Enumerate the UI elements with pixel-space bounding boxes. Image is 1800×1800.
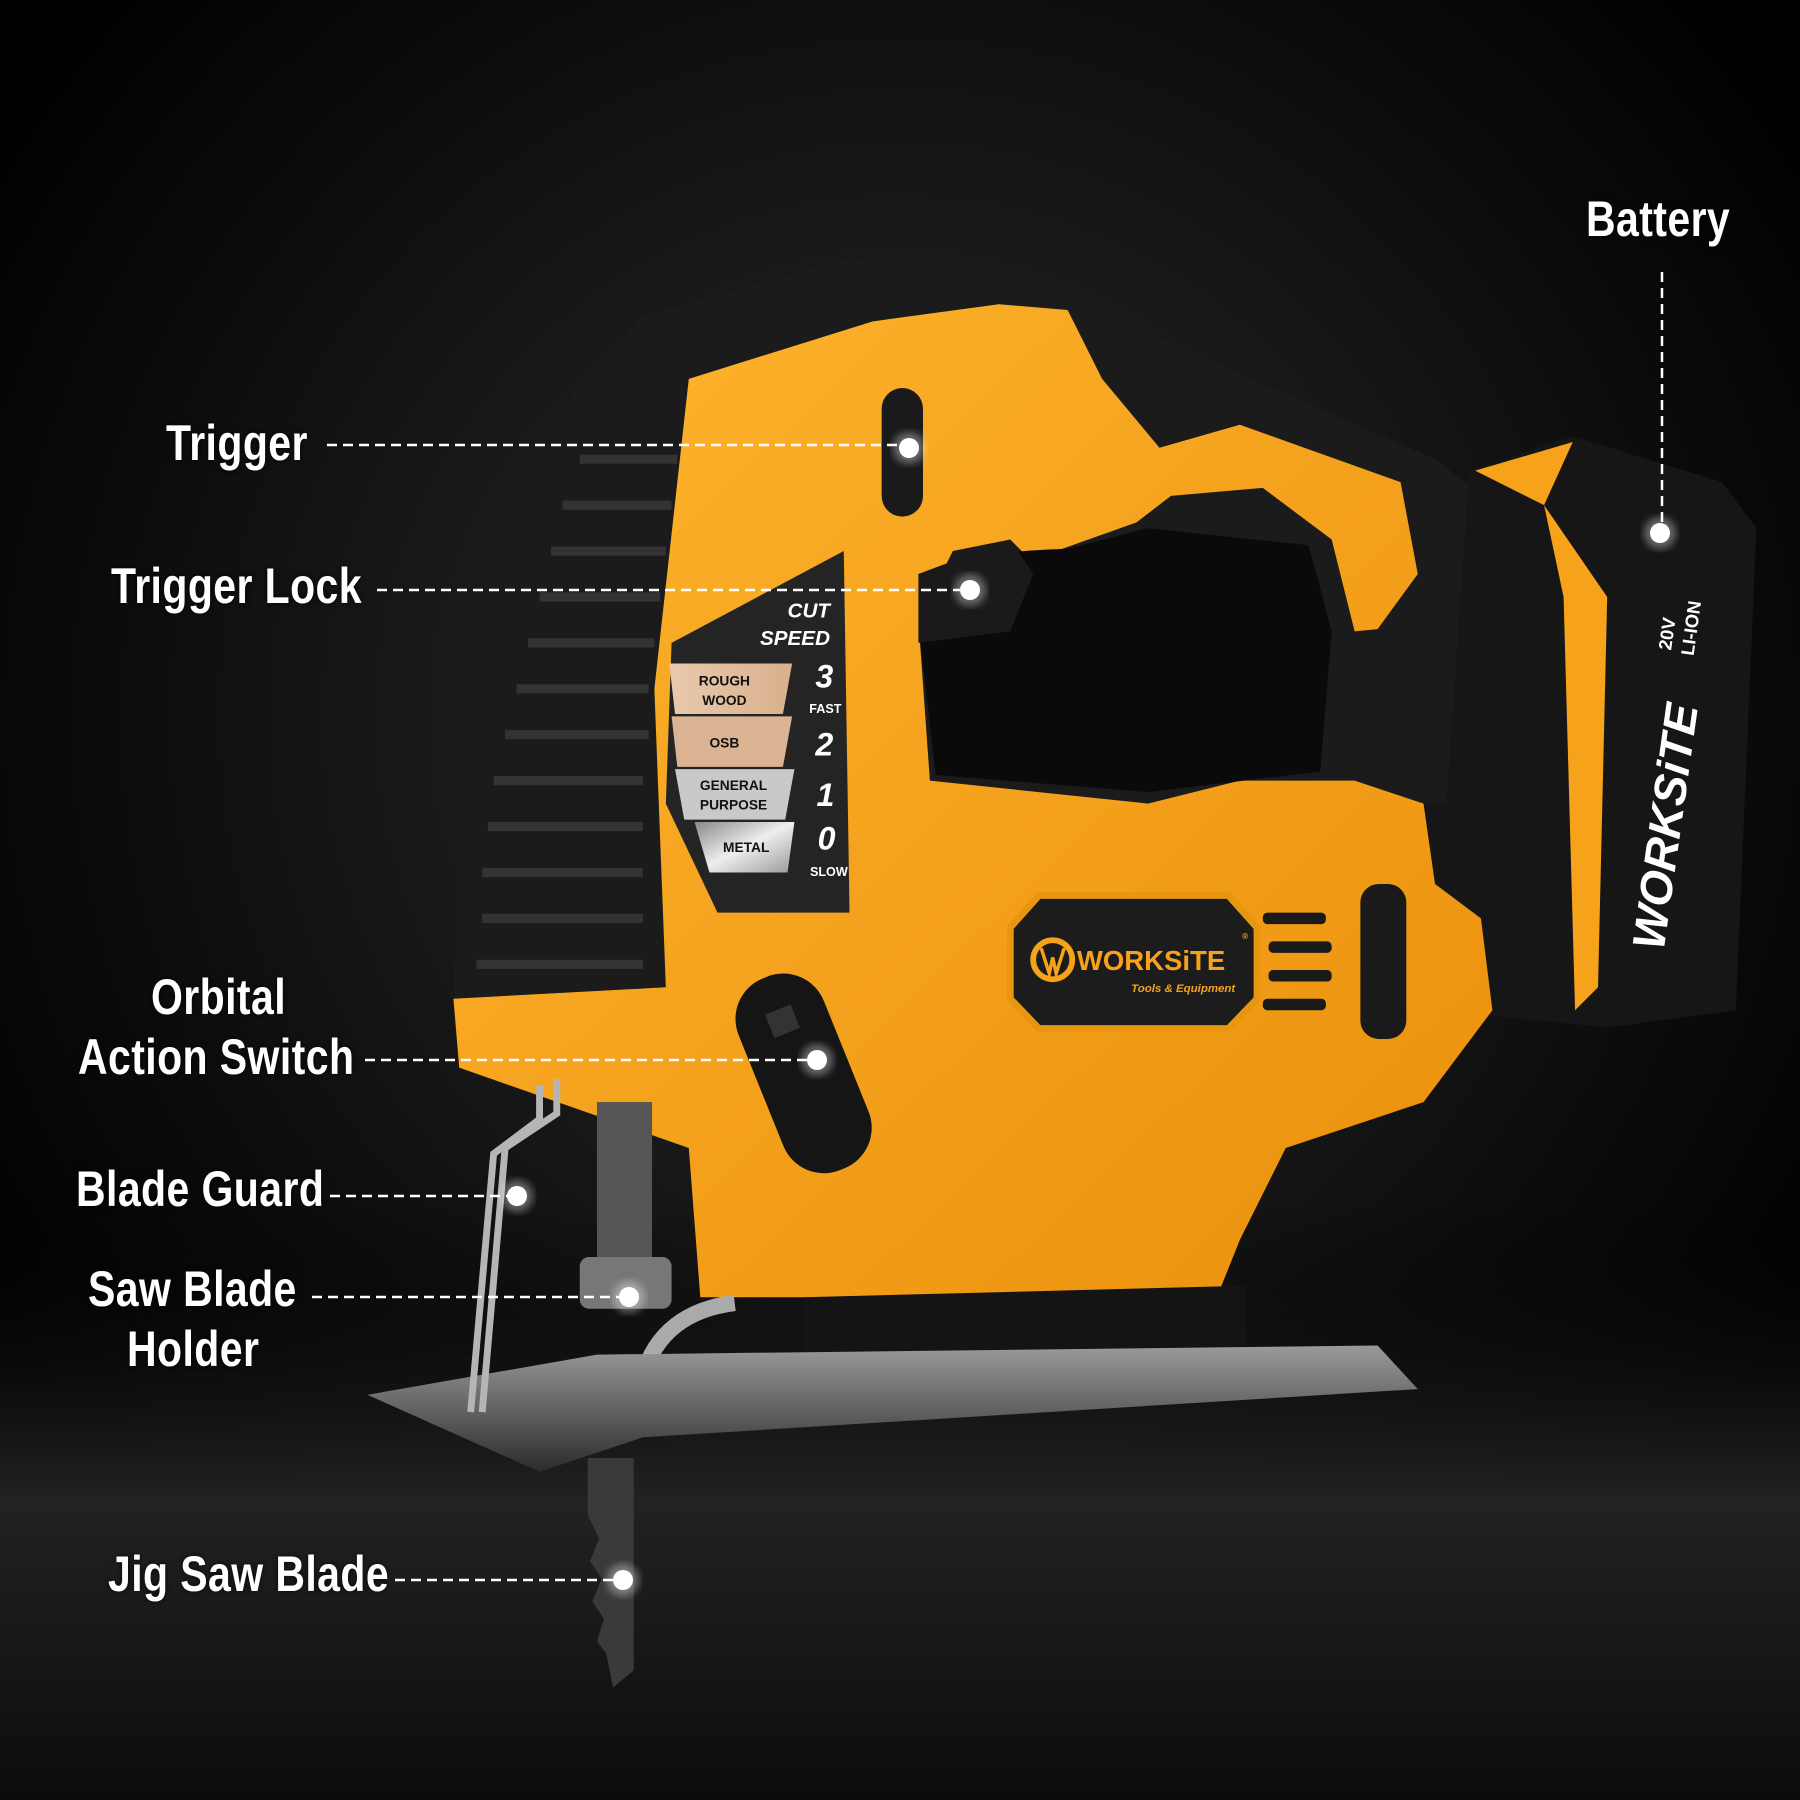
material-osb xyxy=(671,716,793,767)
material-rough-wood xyxy=(669,663,793,715)
callout-battery: Battery xyxy=(1586,191,1731,247)
callout-dot-blade xyxy=(607,1564,639,1596)
callout-dot-orbital xyxy=(801,1044,833,1076)
callout-blade-guard: Blade Guard xyxy=(76,1161,325,1217)
callout-jig-saw-blade: Jig Saw Blade xyxy=(108,1546,390,1602)
speed-value: 3 xyxy=(815,659,833,695)
base-plate xyxy=(367,1345,1418,1472)
material-metal xyxy=(694,821,795,873)
orange-housing xyxy=(453,304,1493,1298)
material-label: OSB xyxy=(709,735,739,750)
callout-trigger-lock: Trigger Lock xyxy=(111,558,362,614)
battery-orange-cap xyxy=(1475,441,1573,506)
material-general-purpose xyxy=(675,769,795,820)
callout-dots xyxy=(501,432,1676,1596)
logo-brand: WORKSiTE xyxy=(1077,945,1225,976)
callout-dot-blade-guard xyxy=(501,1180,533,1212)
logo-panel xyxy=(1006,891,1261,1033)
material-label: GENERAL xyxy=(700,778,767,793)
callout-dot-trigger xyxy=(893,432,925,464)
cut-speed-title-1: CUT xyxy=(788,600,833,623)
worksite-w-logo-icon xyxy=(1030,937,1076,983)
speed-value: 2 xyxy=(814,726,833,762)
callout-trigger: Trigger xyxy=(166,415,308,471)
callout-orbital-line1: Orbital xyxy=(151,969,287,1025)
battery-voltage: 20V xyxy=(1654,615,1679,651)
speed-note: FAST xyxy=(809,702,842,716)
material-label: ROUGH xyxy=(699,673,750,688)
logo-tagline: Tools & Equipment xyxy=(1131,983,1236,995)
cut-speed-title-2: SPEED xyxy=(760,627,830,650)
speed-value: 0 xyxy=(818,821,836,857)
callout-holder-line1: Saw Blade xyxy=(88,1261,297,1317)
callout-dot-battery xyxy=(1644,517,1676,549)
callout-holder-line2: Holder xyxy=(127,1321,260,1377)
logo-registered: ® xyxy=(1242,932,1248,941)
material-label: PURPOSE xyxy=(700,797,767,812)
material-label: METAL xyxy=(723,840,769,855)
blade-plunger xyxy=(596,1102,653,1263)
callout-dot-trigger-lock xyxy=(954,574,986,606)
material-label: WOOD xyxy=(702,693,746,708)
callout-orbital-line2: Action Switch xyxy=(78,1029,355,1085)
callout-lines xyxy=(312,272,1664,1582)
grip-ribs xyxy=(476,454,678,969)
speed-note: SLOW xyxy=(810,865,848,879)
motor-vents xyxy=(1262,883,1407,1039)
speed-value: 1 xyxy=(816,777,834,813)
battery-orange-trim xyxy=(1544,505,1608,1011)
orbital-action-switch xyxy=(735,973,872,1174)
callout-dot-holder xyxy=(613,1281,645,1313)
blade-guard xyxy=(467,1079,561,1413)
